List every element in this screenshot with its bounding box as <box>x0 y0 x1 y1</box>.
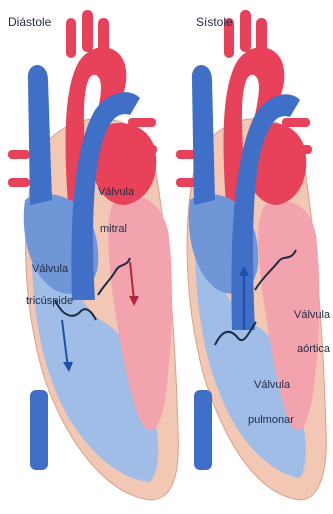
aorta-branch-left-1 <box>66 18 76 58</box>
pulmonary-label-line2: pulmonar <box>248 414 294 426</box>
tricuspid-label-line1: Válvula <box>32 263 69 275</box>
aorta-branch-right-3 <box>256 18 267 58</box>
aorta-branch-left-3 <box>98 18 109 58</box>
aortic-label-line2: aórtica <box>297 343 331 355</box>
pulmonary-vein-left-a <box>128 118 156 127</box>
pulmonary-vein-right-b <box>288 145 312 154</box>
superior-vena-cava-right <box>192 65 215 205</box>
inferior-vena-cava-left <box>30 390 48 470</box>
diastole-title: Diástole <box>8 15 52 29</box>
pulmonary-label-line1: Válvula <box>254 379 291 391</box>
inferior-vena-cava-right <box>194 390 212 470</box>
pulmonary-vein-left-d <box>8 178 30 187</box>
tricuspid-label-line2: tricúspide <box>26 295 73 307</box>
pulmonary-vein-left-b <box>135 145 157 154</box>
aorta-branch-right-2 <box>240 10 251 52</box>
aortic-label-line1: Válvula <box>294 309 331 321</box>
heart-diastole <box>8 10 178 500</box>
heart-systole <box>176 10 326 500</box>
aorta-branch-left-2 <box>82 10 93 52</box>
systole-title: Sístole <box>196 15 233 29</box>
pulmonary-vein-right-a <box>282 118 310 127</box>
mitral-label-line2: mitral <box>100 223 127 235</box>
mitral-label-line1: Válvula <box>98 186 135 198</box>
superior-vena-cava-left <box>28 65 52 205</box>
pulmonary-vein-left-c <box>8 150 30 159</box>
